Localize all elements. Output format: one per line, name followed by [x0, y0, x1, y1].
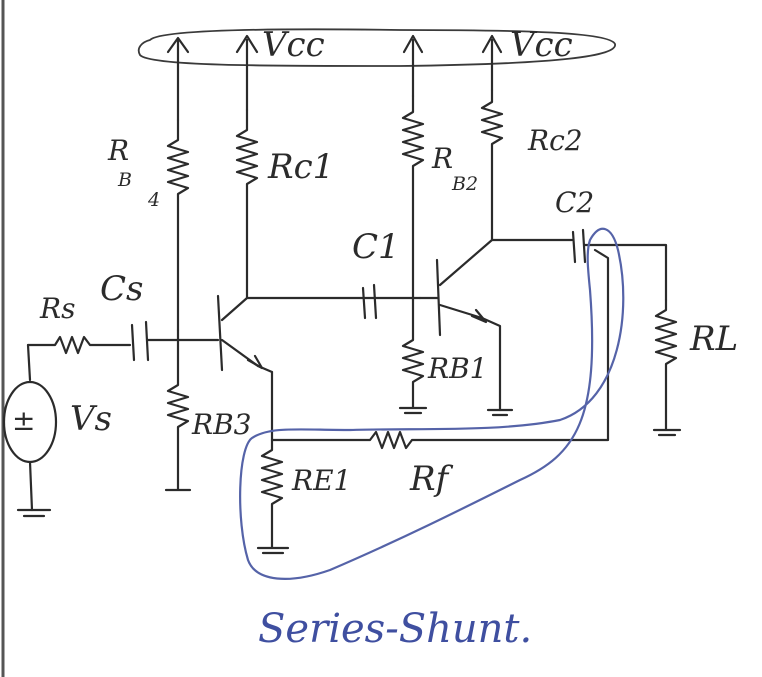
rb4-resistor — [166, 118, 190, 332]
transistor-q2 — [418, 238, 574, 412]
vcc-arrows — [166, 34, 503, 122]
rb4-label: R — [107, 134, 129, 167]
rb4-sub: B — [117, 169, 132, 191]
transistor-q1 — [216, 294, 422, 442]
rb2-sub: B2 — [451, 173, 478, 195]
cs-label: Cs — [100, 269, 143, 309]
vs-source — [2, 343, 58, 518]
re1-label: RE1 — [291, 464, 351, 497]
rb3-resistor — [164, 328, 192, 492]
rb1-label: RB1 — [427, 352, 487, 385]
vcc-rail-oval — [137, 28, 616, 67]
c2-capacitor — [571, 228, 668, 302]
rc2-resistor — [480, 88, 504, 242]
rb2-label: R — [431, 142, 453, 175]
vcc-label-left: Vcc — [262, 25, 325, 65]
vs-label: Vs — [70, 399, 112, 439]
rl-label: RL — [689, 319, 738, 359]
rb1-resistor — [398, 298, 428, 415]
rb2-resistor — [401, 94, 425, 302]
c2-label: C2 — [555, 186, 594, 219]
re1-resistor — [256, 438, 290, 555]
rf-label: Rf — [409, 459, 454, 499]
rl-resistor — [652, 298, 682, 437]
rs-label: Rs — [39, 292, 75, 325]
rb4-sub2: 4 — [147, 189, 160, 211]
rs-resistor — [26, 335, 132, 355]
caption-series-shunt: Series-Shunt. — [258, 606, 532, 652]
c1-capacitor — [361, 283, 378, 320]
rc1-label: Rc1 — [267, 147, 334, 187]
vcc-label-right: Vcc — [510, 25, 573, 65]
feedback-loop-outline — [239, 227, 625, 580]
cs-capacitor — [130, 320, 220, 362]
c1-label: C1 — [352, 227, 400, 267]
rf-resistor — [270, 248, 610, 450]
rb3-label: RB3 — [191, 408, 251, 441]
rc1-resistor — [235, 108, 259, 300]
q2-ground — [486, 408, 514, 417]
rc2-label: Rc2 — [527, 124, 583, 157]
vs-sign: ± — [12, 404, 35, 437]
